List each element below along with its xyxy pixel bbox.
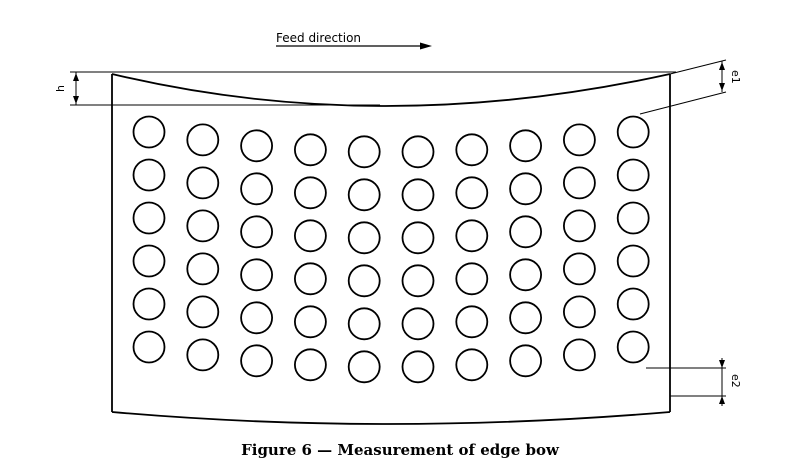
hole [347, 307, 381, 341]
hole [509, 172, 542, 206]
hole [509, 215, 542, 249]
hole [401, 350, 435, 384]
hole [186, 166, 220, 200]
hole [240, 129, 274, 163]
hole [616, 244, 650, 278]
hole [347, 221, 381, 255]
hole [616, 115, 650, 149]
hole [616, 158, 650, 192]
hole [132, 244, 166, 278]
hole [401, 307, 435, 341]
hole [455, 348, 489, 382]
hole [132, 287, 166, 321]
hole [293, 305, 327, 339]
hole [401, 178, 435, 212]
hole [293, 176, 327, 210]
hole [293, 133, 327, 167]
hole [240, 258, 274, 292]
feed-direction-label: Feed direction [276, 31, 361, 45]
figure-caption: Figure 6 — Measurement of edge bow [241, 441, 560, 459]
hole [509, 258, 542, 292]
hole [132, 201, 166, 235]
hole [509, 301, 542, 335]
hole [509, 344, 542, 378]
hole [293, 219, 327, 253]
hole [563, 295, 596, 329]
hole [563, 252, 596, 286]
hole [347, 350, 381, 384]
hole [563, 123, 596, 157]
hole [240, 172, 274, 206]
hole [455, 219, 489, 253]
hole [616, 330, 650, 364]
hole [455, 176, 489, 210]
hole-grid [132, 115, 650, 384]
hole [347, 135, 381, 169]
hole [401, 264, 435, 298]
dimension-e1-label: e1 [729, 70, 742, 84]
hole [616, 287, 650, 321]
hole [132, 115, 166, 149]
dimension-e2-label: e2 [729, 374, 742, 388]
sheet-outline [111, 73, 671, 425]
hole [455, 305, 489, 339]
feed-direction-arrow [276, 42, 432, 50]
hole [563, 338, 596, 372]
dimension-e1 [639, 59, 727, 115]
hole [616, 201, 650, 235]
hole [347, 264, 381, 298]
hole [401, 221, 435, 255]
hole [240, 215, 274, 249]
hole [509, 129, 542, 163]
hole [240, 344, 274, 378]
hole [186, 123, 220, 157]
hole [563, 209, 596, 243]
hole [455, 262, 489, 296]
hole [132, 158, 166, 192]
hole [347, 178, 381, 212]
dimension-e2 [646, 358, 726, 406]
hole [293, 262, 327, 296]
hole [132, 330, 166, 364]
dimension-h-label: h [54, 85, 67, 92]
hole [186, 295, 220, 329]
hole [186, 252, 220, 286]
hole [186, 209, 220, 243]
hole [455, 133, 489, 167]
dimension-h [70, 72, 380, 106]
hole [401, 135, 435, 169]
hole [563, 166, 596, 200]
hole [240, 301, 274, 335]
hole [293, 348, 327, 382]
hole [186, 338, 220, 372]
